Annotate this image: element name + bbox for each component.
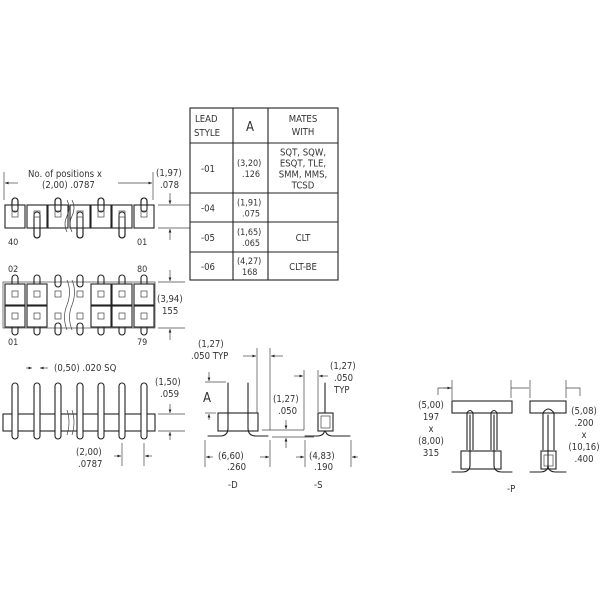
pin-pair [90, 274, 112, 336]
pin-position [133, 197, 155, 229]
pin-pair [26, 274, 48, 336]
gap-in: .050 [278, 406, 297, 417]
p-right-dim: .200 [574, 418, 593, 429]
label-01-dual: 01 [8, 338, 18, 348]
lead-style: -01 [201, 164, 215, 175]
a-in: .075 [242, 210, 260, 220]
p-left-dim: (5,00) [418, 400, 444, 411]
pin-position [26, 204, 48, 239]
pin-position [69, 204, 91, 239]
mates-with: SMM, MMS, [279, 170, 328, 181]
mates-with: ESQT, TLE, [280, 159, 326, 170]
pin-pair [133, 274, 155, 336]
p-right-dim: (5,08) [571, 406, 597, 417]
a-mm: (1,91) [237, 199, 261, 209]
pin-position [4, 197, 26, 229]
lead-style: -06 [201, 262, 215, 273]
pin-pair [54, 274, 62, 336]
top-view-dual-row: 02 80 01 79 (3,94) 155 [2, 265, 185, 348]
side-view: (0,50) .020 SQ (1,50) .059 (2,00) .0787 [2, 363, 185, 470]
pin-position [90, 197, 112, 229]
mates-with: SQT, SQW, [280, 148, 326, 159]
label-02: 02 [8, 265, 18, 275]
pitch-mm: (2,00) [76, 447, 102, 458]
pin [54, 382, 62, 440]
side-height-mm: (1,50) [155, 377, 181, 388]
pin-position [111, 204, 133, 239]
lead-style: -04 [201, 204, 215, 215]
d-width-in: .260 [227, 462, 246, 473]
p-right-dim: .400 [574, 454, 593, 465]
p-right-dim: (10,16) [568, 442, 599, 453]
d-caption: -D [228, 480, 238, 491]
pin [33, 382, 41, 440]
a-in: 168 [242, 268, 257, 278]
pin-pair [111, 274, 133, 336]
d-view: (1,27) .050 TYP A (1,27) .050 (6,60) .26… [191, 339, 314, 491]
label-40: 40 [8, 238, 18, 248]
a-mm: (3,20) [237, 159, 261, 169]
header-style: STYLE [194, 128, 220, 139]
pin-pair [4, 274, 26, 336]
s-width-mm: (4,83) [309, 451, 335, 462]
a-in: .065 [242, 239, 260, 249]
dual-height-mm: (3,94) [157, 294, 183, 305]
d-typ-mm: (1,27) [198, 339, 224, 350]
label-79: 79 [137, 338, 147, 348]
mates-with: CLT-BE [289, 262, 317, 273]
header-with: WITH [292, 127, 315, 138]
s-typ: TYP [333, 385, 350, 396]
mates-with: CLT [296, 233, 311, 244]
d-typ-in: .050 TYP [191, 351, 228, 362]
s-typ-mm: (1,27) [330, 361, 356, 372]
dim-a: A [203, 391, 211, 406]
s-typ-in: .050 [334, 373, 353, 384]
a-in: .126 [242, 170, 260, 180]
side-height-in: .059 [160, 389, 179, 400]
a-mm: (1,65) [237, 228, 261, 238]
pin [76, 382, 84, 440]
header-lead: LEAD [195, 114, 218, 125]
table-row: -01 (3,20).126 SQT, SQW,ESQT, TLE,SMM, MMS… [201, 148, 327, 192]
s-caption: -S [314, 480, 323, 491]
positions-label: No. of positions x [28, 169, 102, 180]
dual-height-in: 155 [162, 306, 178, 317]
label-01: 01 [137, 238, 147, 248]
p-left-dim: 315 [423, 448, 439, 459]
p-caption: -P [507, 484, 515, 495]
pin-pair [76, 274, 84, 336]
s-view: (1,27) .050 TYP (4,83) .190 -S [294, 361, 358, 491]
pitch-in: .0787 [78, 459, 102, 470]
positions-pitch: (2,00) .0787 [42, 180, 95, 191]
pin [11, 382, 19, 440]
d-width-mm: (6,60) [218, 451, 244, 462]
pin [140, 382, 148, 440]
label-80: 80 [137, 265, 147, 275]
mates-with: TCSD [291, 181, 315, 192]
top-view-single-row: No. of positions x (2,00) .0787 (1,97) .… [3, 168, 190, 248]
pin-position [47, 197, 69, 229]
table-row: -05 (1,65).065 CLT [201, 228, 311, 249]
pin [118, 382, 126, 440]
lead-style-table: LEAD STYLE A MATES WITH -01 (3,20).126 SQT… [189, 107, 339, 281]
table-row: -06 (4,27)168 CLT-BE [201, 257, 317, 278]
s-width-in: .190 [314, 462, 333, 473]
table-row: -04 (1,91).075 [201, 199, 261, 220]
height-in: .078 [160, 180, 179, 191]
p-left-dim: (8,00) [418, 436, 444, 447]
header-mates: MATES [289, 114, 318, 125]
p-left-dim: 197 [423, 412, 439, 423]
pin-size: (0,50) .020 SQ [54, 363, 117, 374]
a-mm: (4,27) [237, 257, 261, 267]
p-right-dim: x [581, 430, 586, 441]
gap-mm: (1,27) [273, 394, 299, 405]
header-a: A [246, 120, 254, 135]
lead-style: -05 [201, 233, 215, 244]
pin [97, 382, 105, 440]
height-mm: (1,97) [156, 168, 182, 179]
p-left-dim: x [428, 424, 433, 435]
